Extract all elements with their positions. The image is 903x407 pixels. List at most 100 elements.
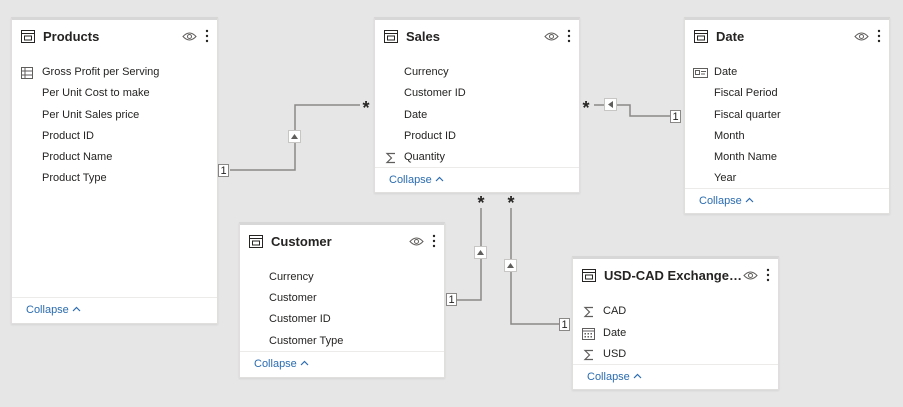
- field-row[interactable]: USD: [573, 347, 778, 363]
- collapse-link[interactable]: Collapse: [389, 174, 444, 186]
- field-label: Fiscal quarter: [714, 109, 781, 121]
- field-row[interactable]: Fiscal quarter: [685, 108, 889, 124]
- more-options-icon[interactable]: [432, 233, 436, 249]
- relationship-customer-sales: [457, 208, 482, 301]
- field-label: Date: [714, 66, 738, 78]
- arrow-up-icon: [477, 250, 484, 255]
- field-label: Year: [714, 172, 737, 184]
- sigma-icon: [583, 306, 593, 318]
- collapse-label: Collapse: [587, 371, 630, 383]
- more-options-icon[interactable]: [567, 28, 571, 44]
- field-row[interactable]: Month Name: [685, 150, 889, 166]
- field-label: Customer: [269, 292, 317, 304]
- field-label: Month Name: [714, 151, 777, 163]
- eye-icon[interactable]: [409, 236, 424, 247]
- field-row[interactable]: Customer ID: [375, 86, 579, 102]
- arrow-left-icon: [608, 101, 613, 108]
- field-row[interactable]: Per Unit Cost to make: [12, 86, 217, 102]
- more-options-icon[interactable]: [766, 267, 770, 283]
- sigma-icon: [583, 349, 593, 361]
- field-label: Gross Profit per Serving: [42, 66, 160, 78]
- chevron-up-icon: [300, 360, 309, 366]
- field-row[interactable]: Date: [685, 65, 889, 81]
- cardinality-many-sales-right: *: [580, 98, 592, 118]
- field-row[interactable]: Product ID: [12, 129, 217, 145]
- table-card-sales[interactable]: Sales Currency Customer ID Date Product …: [374, 17, 580, 193]
- table-card-products[interactable]: Products Gross Profit per Serving Per Un…: [11, 17, 218, 324]
- field-row[interactable]: Date: [573, 326, 778, 342]
- field-label: Month: [714, 130, 745, 142]
- filter-direction-usdcad-sales[interactable]: [504, 259, 517, 272]
- table-title: Products: [43, 29, 100, 44]
- collapse-label: Collapse: [26, 304, 69, 316]
- field-row[interactable]: Date: [375, 108, 579, 124]
- field-row[interactable]: Fiscal Period: [685, 86, 889, 102]
- table-icon: [21, 30, 35, 43]
- field-row[interactable]: Currency: [240, 270, 444, 286]
- cardinality-many-sales-bottom-left: *: [475, 193, 487, 213]
- field-label: Per Unit Sales price: [42, 109, 140, 121]
- field-row[interactable]: Customer: [240, 291, 444, 307]
- chevron-up-icon: [72, 306, 81, 312]
- table-icon: [694, 30, 708, 43]
- filter-direction-date-sales[interactable]: [604, 98, 617, 111]
- field-row[interactable]: Customer Type: [240, 334, 444, 350]
- table-header[interactable]: Products: [12, 20, 217, 52]
- table-title: Sales: [406, 29, 440, 44]
- collapse-label: Collapse: [254, 358, 297, 370]
- field-row[interactable]: Product Name: [12, 150, 217, 166]
- table-header[interactable]: USD-CAD Exchange R...: [573, 259, 778, 291]
- collapse-label: Collapse: [389, 174, 432, 186]
- cardinality-many-sales-left: *: [360, 98, 372, 118]
- table-card-date[interactable]: Date Date Fiscal Period Fiscal quarter M…: [684, 17, 890, 214]
- arrow-up-icon: [507, 263, 514, 268]
- field-row[interactable]: Customer ID: [240, 312, 444, 328]
- field-label: Product ID: [404, 130, 456, 142]
- field-label: Product ID: [42, 130, 94, 142]
- table-title: USD-CAD Exchange R...: [604, 268, 742, 283]
- table-footer: Collapse: [573, 364, 778, 391]
- table-footer: Collapse: [12, 297, 217, 325]
- eye-icon[interactable]: [854, 31, 869, 42]
- more-options-icon[interactable]: [205, 28, 209, 44]
- field-label: Customer ID: [404, 87, 466, 99]
- chevron-up-icon: [435, 176, 444, 182]
- table-header[interactable]: Date: [685, 20, 889, 52]
- table-icon: [582, 269, 596, 282]
- table-card-customer[interactable]: Customer Currency Customer Customer ID C…: [239, 222, 445, 378]
- table-title: Date: [716, 29, 745, 44]
- collapse-label: Collapse: [699, 195, 742, 207]
- field-row[interactable]: Per Unit Sales price: [12, 108, 217, 124]
- more-options-icon[interactable]: [877, 28, 881, 44]
- eye-icon[interactable]: [544, 31, 559, 42]
- field-row[interactable]: Year: [685, 171, 889, 187]
- chevron-up-icon: [745, 197, 754, 203]
- field-row[interactable]: Product ID: [375, 129, 579, 145]
- table-footer: Collapse: [375, 167, 579, 194]
- sigma-icon: [385, 152, 395, 164]
- collapse-link[interactable]: Collapse: [254, 358, 309, 370]
- eye-icon[interactable]: [743, 270, 758, 281]
- field-label: Fiscal Period: [714, 87, 778, 99]
- table-card-usd-cad[interactable]: USD-CAD Exchange R... CAD Date USD Colla…: [572, 256, 779, 390]
- collapse-link[interactable]: Collapse: [26, 304, 81, 316]
- filter-direction-products-sales[interactable]: [288, 130, 301, 143]
- relationship-usdcad-sales: [510, 208, 560, 325]
- calendar-icon: [582, 328, 595, 340]
- field-row[interactable]: Gross Profit per Serving: [12, 65, 217, 81]
- cardinality-one-products: 1: [218, 164, 229, 177]
- collapse-link[interactable]: Collapse: [587, 371, 642, 383]
- field-row[interactable]: Currency: [375, 65, 579, 81]
- field-row[interactable]: Quantity: [375, 150, 579, 166]
- arrow-up-icon: [291, 134, 298, 139]
- filter-direction-customer-sales[interactable]: [474, 246, 487, 259]
- field-label: Currency: [404, 66, 449, 78]
- eye-icon[interactable]: [182, 31, 197, 42]
- table-header[interactable]: Customer: [240, 225, 444, 257]
- table-footer: Collapse: [240, 351, 444, 379]
- table-header[interactable]: Sales: [375, 20, 579, 52]
- field-row[interactable]: Month: [685, 129, 889, 145]
- field-row[interactable]: Product Type: [12, 171, 217, 187]
- field-row[interactable]: CAD: [573, 304, 778, 320]
- collapse-link[interactable]: Collapse: [699, 195, 754, 207]
